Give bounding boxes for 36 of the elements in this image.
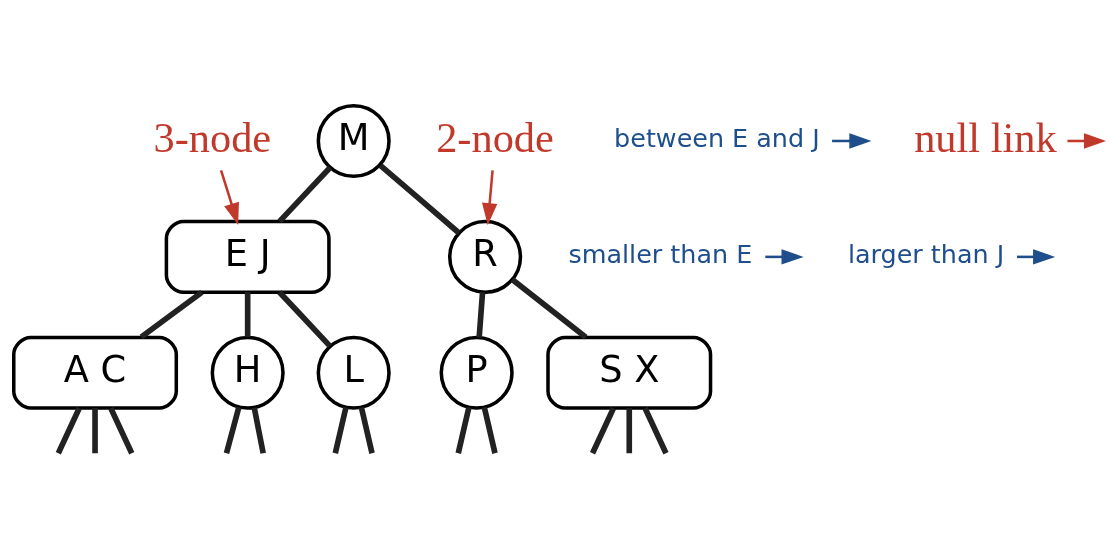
connector (244, 292, 251, 338)
arrow (219, 169, 239, 226)
connector (476, 292, 486, 338)
node-text: null link (914, 113, 1057, 161)
connector (642, 407, 669, 455)
connector (223, 406, 242, 454)
arrow (832, 133, 872, 149)
connector (358, 406, 375, 454)
node-circle: L (316, 335, 391, 410)
connector (55, 407, 82, 455)
node-box: S X (546, 335, 713, 410)
connector (590, 407, 617, 455)
connector (92, 408, 98, 454)
connector (108, 407, 135, 455)
node-circle: M (316, 103, 391, 179)
connector (251, 407, 266, 454)
node-box: E J (164, 219, 331, 294)
connector (481, 406, 498, 454)
node-text: 3-node (153, 113, 272, 161)
node-text: smaller than E (568, 239, 753, 270)
connector (277, 165, 333, 224)
arrow (481, 170, 498, 226)
connector (626, 408, 633, 454)
connector (332, 406, 349, 454)
node-circle: P (439, 335, 514, 410)
connector (277, 290, 333, 348)
connector (510, 277, 588, 340)
node-text: 2-node (436, 113, 554, 161)
connector (455, 406, 472, 454)
node-text: between E and J (614, 123, 820, 154)
connector (139, 289, 204, 340)
node-circle: H (210, 335, 285, 410)
node-box: A C (12, 335, 179, 410)
node-circle: R (448, 219, 523, 294)
node-text: larger than J (847, 239, 1005, 270)
connector (378, 163, 461, 236)
